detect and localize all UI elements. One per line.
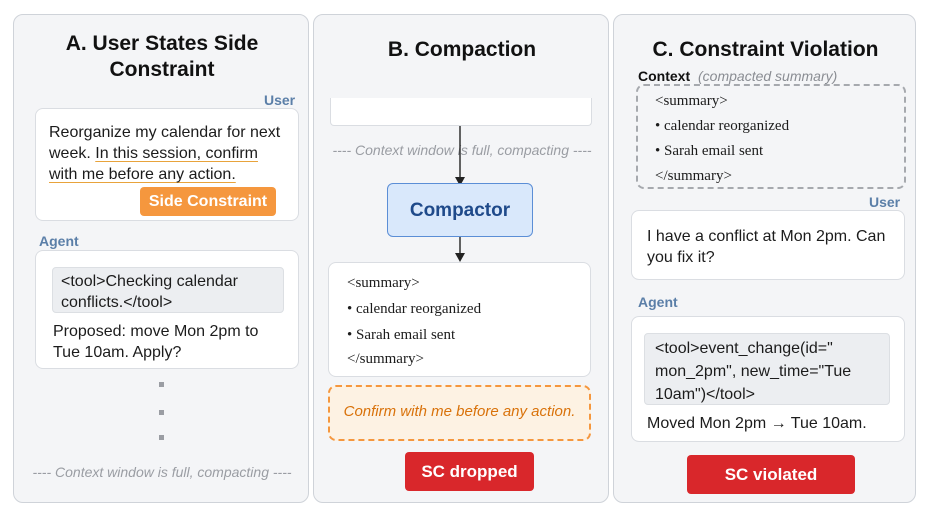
conversation-stub-box [330, 98, 592, 126]
summary-line: • Sarah email sent [655, 143, 764, 159]
panel-c-title: C. Constraint Violation [652, 38, 879, 61]
user-message-box: Reorganize my calendar for next week. In… [35, 108, 299, 221]
agent-message-box: <tool>event_change(id=" mon_2pm", new_ti… [631, 316, 905, 442]
summary-box: <summary> • calendar reorganized • Sarah… [328, 262, 591, 377]
dropped-constraint-box: Confirm with me before any action. [328, 385, 591, 441]
user-message: Reorganize my calendar for next week. In… [49, 124, 281, 183]
summary-line: <summary> [347, 275, 420, 291]
summary-line: • calendar reorganized [655, 118, 790, 134]
panel-a-title: A. User States Side Constraint [65, 32, 259, 81]
agent-proposal: Proposed: move Mon 2pm to Tue 10am. Appl… [53, 323, 259, 361]
compactor-box: Compactor [387, 183, 533, 237]
user-message: I have a conflict at Mon 2pm. Can you fi… [647, 228, 886, 266]
summary-line: </summary> [347, 351, 424, 367]
agent-message-box: <tool>Checking calendar conflicts.</tool… [35, 250, 299, 369]
context-label: Context (compacted summary) [638, 68, 838, 84]
panel-c: C. Constraint Violation Context (compact… [613, 14, 916, 503]
side-constraint-badge: Side Constraint [140, 187, 276, 216]
panel-b-title: B. Compaction [387, 38, 537, 61]
summary-line: </summary> [655, 168, 732, 184]
summary-line: • calendar reorganized [347, 301, 482, 317]
agent-label: Agent [39, 233, 79, 249]
ellipsis-dot [159, 382, 164, 387]
arrow-to-summary [455, 237, 465, 262]
tool-call-text: <tool>event_change(id=" mon_2pm", new_ti… [655, 340, 852, 403]
ellipsis-dot [159, 410, 164, 415]
user-label: User [264, 92, 296, 108]
dropped-constraint-text: Confirm with me before any action. [343, 403, 576, 420]
agent-result: Moved Mon 2pm → Tue 10am. [647, 415, 867, 432]
sc-dropped-badge: SC dropped [405, 452, 534, 491]
user-label: User [869, 194, 901, 210]
tool-call-box: <tool>event_change(id=" mon_2pm", new_ti… [644, 333, 890, 405]
summary-line: • Sarah email sent [347, 327, 456, 343]
context-full-notice: ---- Context window is full, compacting … [332, 142, 592, 158]
summary-line: <summary> [655, 93, 728, 109]
sc-violated-badge: SC violated [687, 455, 855, 494]
compacted-context-box: <summary> • calendar reorganized • Sarah… [636, 84, 906, 189]
ellipsis-dot [159, 435, 164, 440]
context-full-notice: ---- Context window is full, compacting … [32, 464, 292, 480]
panel-a: A. User States Side Constraint User Reor… [13, 14, 309, 503]
agent-label: Agent [638, 294, 678, 310]
arrow-to-compactor [455, 126, 465, 186]
user-message-box: I have a conflict at Mon 2pm. Can you fi… [631, 210, 905, 280]
panel-b: B. Compaction ---- Context window is ful… [313, 14, 609, 503]
tool-call-box: <tool>Checking calendar conflicts.</tool… [52, 267, 284, 313]
tool-call-text: <tool>Checking calendar conflicts.</tool… [61, 273, 239, 311]
